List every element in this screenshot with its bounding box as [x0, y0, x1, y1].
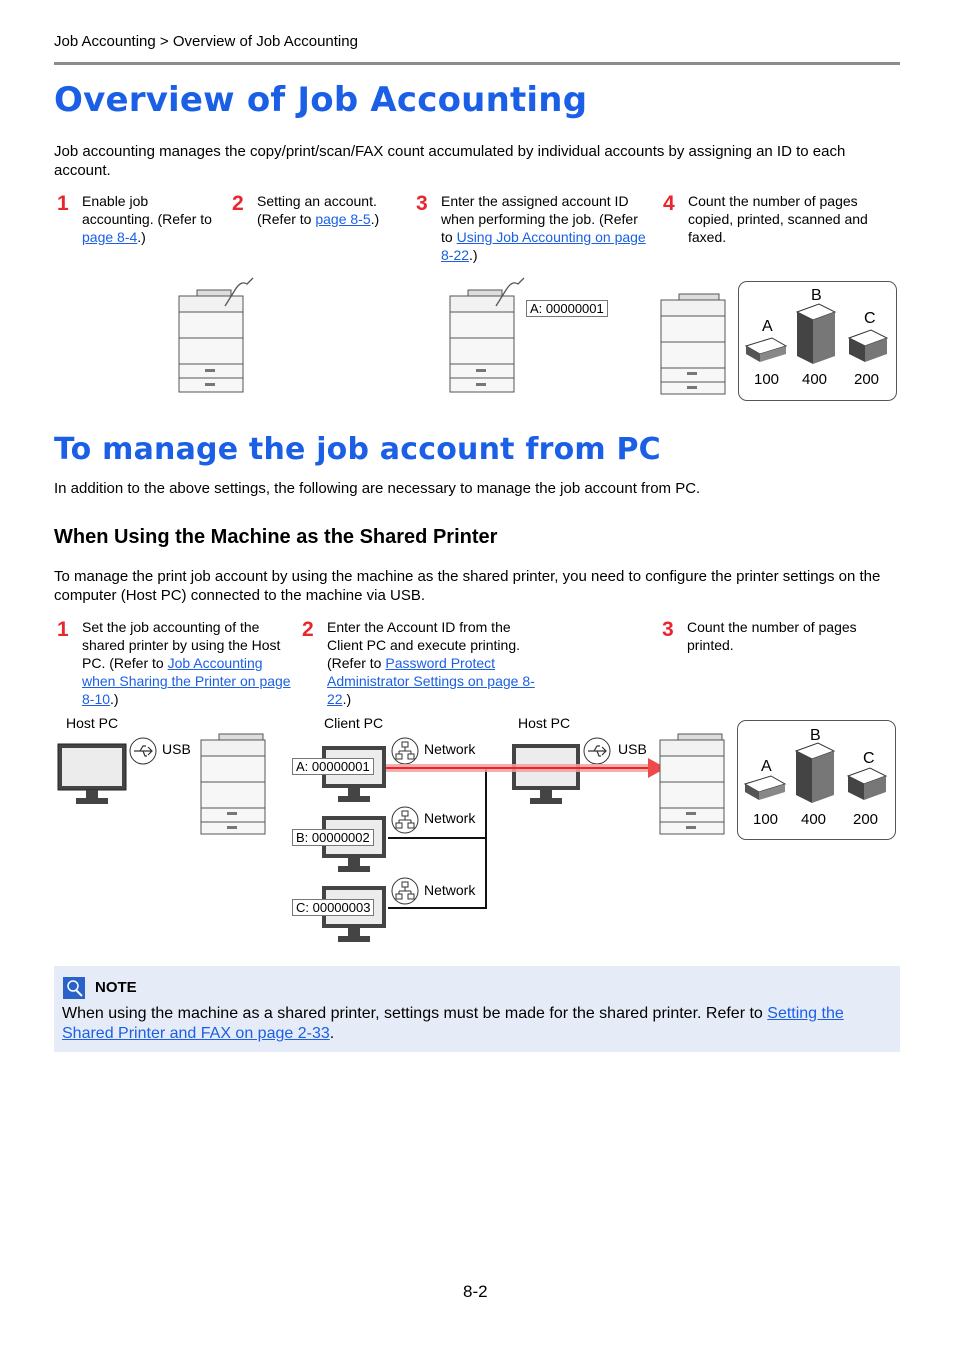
network-label: Network: [424, 741, 476, 757]
step-link[interactable]: Job Accounting when Sharing the Printer …: [82, 655, 291, 707]
printer-icon: [659, 733, 725, 835]
paper-stack-a-icon: [744, 337, 788, 362]
client-pc-monitor-icon: [322, 746, 386, 802]
network-label: Network: [424, 810, 476, 826]
note-text: When using the machine as a shared print…: [62, 1005, 844, 1042]
step-link[interactable]: Using Job Accounting on page 8-22: [441, 229, 646, 263]
step-number: 1: [57, 618, 69, 641]
note-heading: NOTE: [95, 979, 137, 996]
printer-with-hand-icon: [178, 277, 254, 393]
count-label: C: [864, 310, 876, 327]
client-id-box: A: 00000001: [292, 758, 374, 775]
paper-stack-c-icon: [846, 767, 888, 800]
subsection-title: When Using the Machine as the Shared Pri…: [54, 526, 498, 548]
subsection-intro: To manage the print job account by using…: [54, 568, 881, 604]
usb-label: USB: [162, 741, 191, 757]
count-label: B: [810, 727, 821, 744]
count-label: A: [762, 318, 773, 335]
step-link[interactable]: page 8-5: [315, 211, 371, 227]
host-pc-monitor-icon: [57, 743, 127, 804]
printer-icon: [200, 733, 266, 835]
client-pc-label: Client PC: [324, 715, 384, 731]
note-icon: [63, 977, 85, 999]
section-title: To manage the job account from PC: [54, 432, 661, 467]
count-value: 100: [754, 371, 780, 388]
step-text: Setting an account. (Refer to page 8-5.): [257, 193, 380, 227]
network-icon: [391, 806, 419, 834]
print-flow-arrow: [386, 758, 666, 778]
paper-stack-c-icon: [847, 329, 889, 362]
step-number: 1: [57, 192, 69, 215]
step-number: 2: [232, 192, 244, 215]
step-number: 4: [663, 192, 675, 215]
step-text: Enter the assigned account ID when perfo…: [441, 193, 646, 263]
network-label: Network: [424, 882, 476, 898]
host-pc-label: Host PC: [518, 715, 571, 731]
network-icon: [391, 877, 419, 905]
step-text: Count the number of pages copied, printe…: [688, 193, 868, 245]
step-text: Enable job accounting. (Refer to page 8-…: [82, 193, 212, 245]
account-id-box: A: 00000001: [526, 300, 608, 317]
usb-icon: [129, 737, 157, 765]
count-label: A: [761, 758, 772, 775]
paper-stack-a-icon: [743, 775, 787, 800]
note-box: [54, 966, 900, 1052]
count-value: 400: [801, 811, 827, 828]
header-rule: [54, 62, 900, 65]
printer-icon: [660, 293, 726, 395]
client-id-box: C: 00000003: [292, 899, 375, 916]
step-link[interactable]: page 8-4: [82, 229, 138, 245]
count-value: 200: [853, 811, 879, 828]
step-number: 3: [662, 618, 674, 641]
count-value: 200: [854, 371, 880, 388]
paper-stack-b-icon: [795, 303, 837, 364]
step-number: 3: [416, 192, 428, 215]
step-number: 2: [302, 618, 314, 641]
paper-stack-b-icon: [794, 742, 836, 803]
step-text: Count the number of pages printed.: [687, 619, 857, 653]
usb-label: USB: [618, 741, 647, 757]
step-text: Enter the Account ID from the Client PC …: [327, 619, 535, 707]
step-link[interactable]: Password Protect Administrator Settings …: [327, 655, 535, 707]
intro-text: Job accounting manages the copy/print/sc…: [54, 143, 846, 179]
note-link[interactable]: Setting the Shared Printer and FAX on pa…: [62, 1005, 844, 1042]
count-value: 100: [753, 811, 779, 828]
section-intro: In addition to the above settings, the f…: [54, 480, 701, 497]
count-label: C: [863, 750, 875, 767]
step-text: Set the job accounting of the shared pri…: [82, 619, 291, 707]
breadcrumb: Job Accounting > Overview of Job Account…: [54, 33, 358, 50]
page-number: 8-2: [463, 1282, 488, 1301]
page-title: Overview of Job Accounting: [54, 80, 588, 120]
count-value: 400: [802, 371, 828, 388]
printer-with-hand-icon: [449, 277, 525, 393]
host-pc-label: Host PC: [66, 715, 119, 731]
count-label: B: [811, 287, 822, 304]
client-id-box: B: 00000002: [292, 829, 374, 846]
